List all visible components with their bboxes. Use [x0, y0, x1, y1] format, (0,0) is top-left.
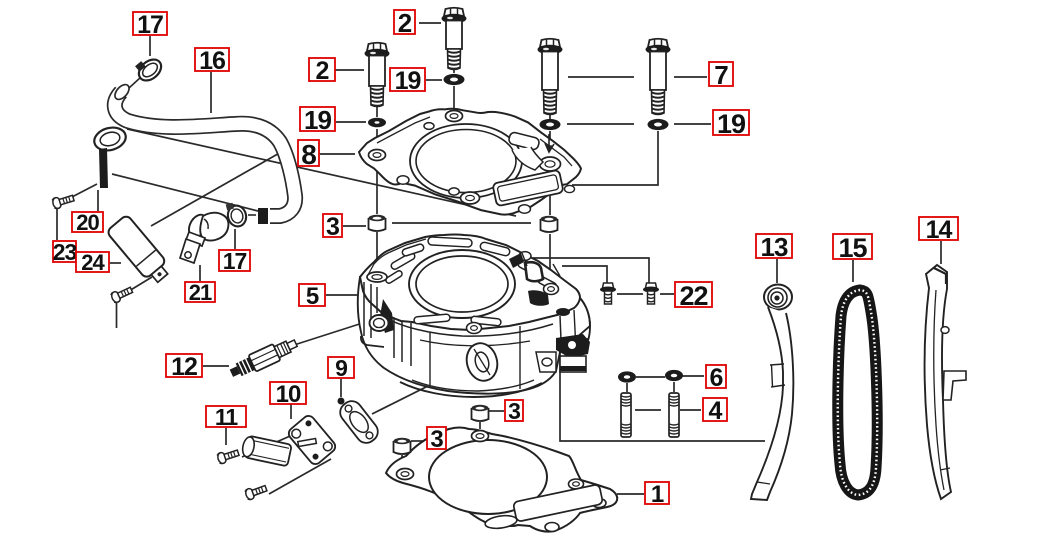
svg-text:15: 15 [838, 233, 867, 263]
svg-text:19: 19 [717, 109, 746, 139]
svg-text:10: 10 [276, 381, 301, 408]
svg-text:7: 7 [714, 60, 728, 90]
svg-text:5: 5 [306, 283, 319, 310]
svg-text:12: 12 [171, 353, 197, 381]
svg-text:16: 16 [199, 47, 225, 75]
svg-text:9: 9 [335, 355, 347, 381]
svg-text:17: 17 [223, 248, 247, 274]
svg-text:19: 19 [395, 67, 421, 95]
svg-text:4: 4 [709, 397, 723, 425]
svg-text:3: 3 [508, 398, 520, 424]
svg-text:1: 1 [651, 481, 664, 508]
svg-text:2: 2 [316, 57, 329, 85]
svg-text:21: 21 [189, 280, 212, 305]
svg-text:17: 17 [137, 11, 163, 39]
svg-text:23: 23 [53, 239, 77, 265]
svg-text:3: 3 [326, 213, 339, 241]
svg-text:20: 20 [76, 210, 99, 235]
svg-text:8: 8 [301, 139, 316, 170]
svg-text:6: 6 [710, 364, 723, 392]
svg-text:24: 24 [81, 250, 105, 275]
svg-text:19: 19 [304, 105, 331, 135]
svg-text:3: 3 [430, 426, 443, 453]
svg-text:22: 22 [679, 281, 707, 311]
svg-text:2: 2 [398, 8, 412, 38]
svg-text:14: 14 [926, 216, 953, 244]
svg-text:11: 11 [215, 404, 239, 430]
svg-text:13: 13 [761, 232, 788, 262]
